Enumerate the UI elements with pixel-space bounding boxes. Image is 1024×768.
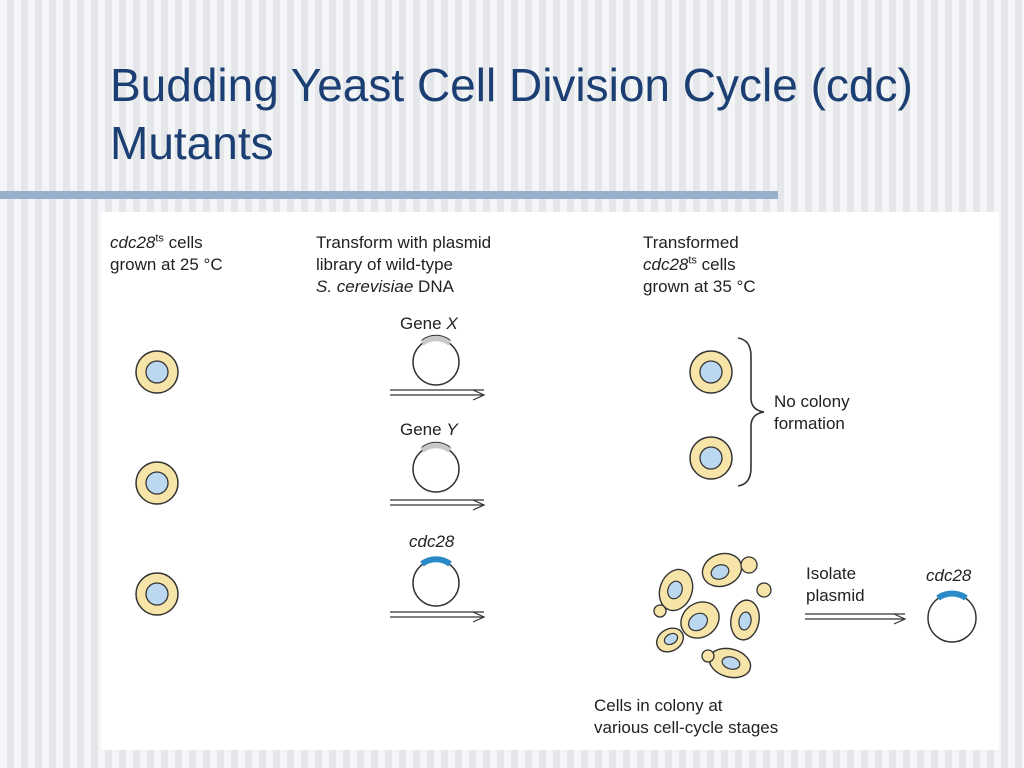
transform-arrow-2 — [390, 499, 486, 511]
transformed-cell-2 — [689, 436, 733, 480]
plasmid-label-gene-y: Gene Y — [400, 419, 458, 441]
plasmid-label-3-italic: cdc28 — [409, 532, 455, 551]
yeast-cell-2 — [135, 461, 179, 505]
plasmid-label-cdc28: cdc28 — [409, 531, 454, 553]
colony-cell-4 — [655, 627, 685, 653]
yeast-cell-3 — [135, 572, 179, 616]
col1-line2: grown at 25 °C — [110, 255, 223, 274]
col1-sup: ts — [155, 232, 164, 245]
colony-cell-1 — [653, 568, 694, 618]
colony-cluster — [653, 552, 772, 679]
col1-header: cdc28ts cells grown at 25 °C — [110, 232, 223, 276]
col2-line1: Transform with plasmid — [316, 233, 492, 252]
yeast-cell-1 — [135, 350, 179, 394]
plasmid-gene-y — [412, 441, 460, 493]
plasmid-label-2-prefix: Gene — [400, 420, 447, 439]
col3-gene: cdc28 — [643, 255, 689, 274]
figure-panel — [101, 212, 999, 750]
col1-line1-rest: cells — [163, 233, 203, 252]
title-divider — [0, 191, 778, 199]
col3-sup: ts — [688, 254, 697, 267]
isolate-arrow — [805, 613, 907, 625]
transformed-cell-1 — [689, 350, 733, 394]
plasmid-label-1-italic: X — [446, 314, 458, 333]
isolated-plasmid-label: cdc28 — [926, 565, 971, 587]
plasmid-label-2-italic: Y — [446, 420, 458, 439]
isolate-line2: plasmid — [806, 586, 865, 605]
transform-arrow-1 — [390, 389, 486, 401]
col2-header: Transform with plasmid library of wild-t… — [316, 232, 491, 298]
col3-line2-rest: cells — [696, 255, 736, 274]
col3-line1: Transformed — [643, 233, 739, 252]
colony-cell-2 — [701, 552, 758, 588]
colony-cell-5 — [730, 582, 772, 641]
no-colony-brace — [737, 337, 765, 487]
isolated-plasmid — [927, 590, 977, 643]
title-line-2: Mutants — [110, 117, 274, 169]
col2-line2: library of wild-type — [316, 255, 453, 274]
isolate-plasmid-label: Isolate plasmid — [806, 563, 865, 607]
plasmid-cdc28 — [412, 556, 460, 607]
isolate-line1: Isolate — [806, 564, 857, 583]
no-colony-label: No colony formation — [774, 391, 850, 435]
slide-title: Budding Yeast Cell Division Cycle (cdc) … — [110, 56, 1010, 172]
colony-caption-line1: Cells in colony at — [594, 696, 723, 715]
title-line-1: Budding Yeast Cell Division Cycle (cdc) — [110, 59, 913, 111]
colony-cell-6 — [701, 647, 752, 679]
col2-line3-rest: DNA — [413, 277, 454, 296]
colony-caption: Cells in colony at various cell-cycle st… — [594, 695, 778, 739]
plasmid-gene-x — [412, 334, 460, 386]
colony-cell-3 — [680, 601, 720, 639]
colony-caption-line2: various cell-cycle stages — [594, 718, 779, 737]
no-colony-line1: No colony — [774, 392, 850, 411]
col3-line3: grown at 35 °C — [643, 277, 756, 296]
transform-arrow-3 — [390, 611, 486, 623]
isolated-plasmid-gene: cdc28 — [926, 566, 972, 585]
plasmid-label-gene-x: Gene X — [400, 313, 458, 335]
col3-header: Transformed cdc28ts cells grown at 35 °C — [643, 232, 756, 298]
col2-line3-italic: S. cerevisiae — [316, 277, 414, 296]
col1-gene: cdc28 — [110, 233, 156, 252]
plasmid-label-1-prefix: Gene — [400, 314, 447, 333]
no-colony-line2: formation — [774, 414, 845, 433]
